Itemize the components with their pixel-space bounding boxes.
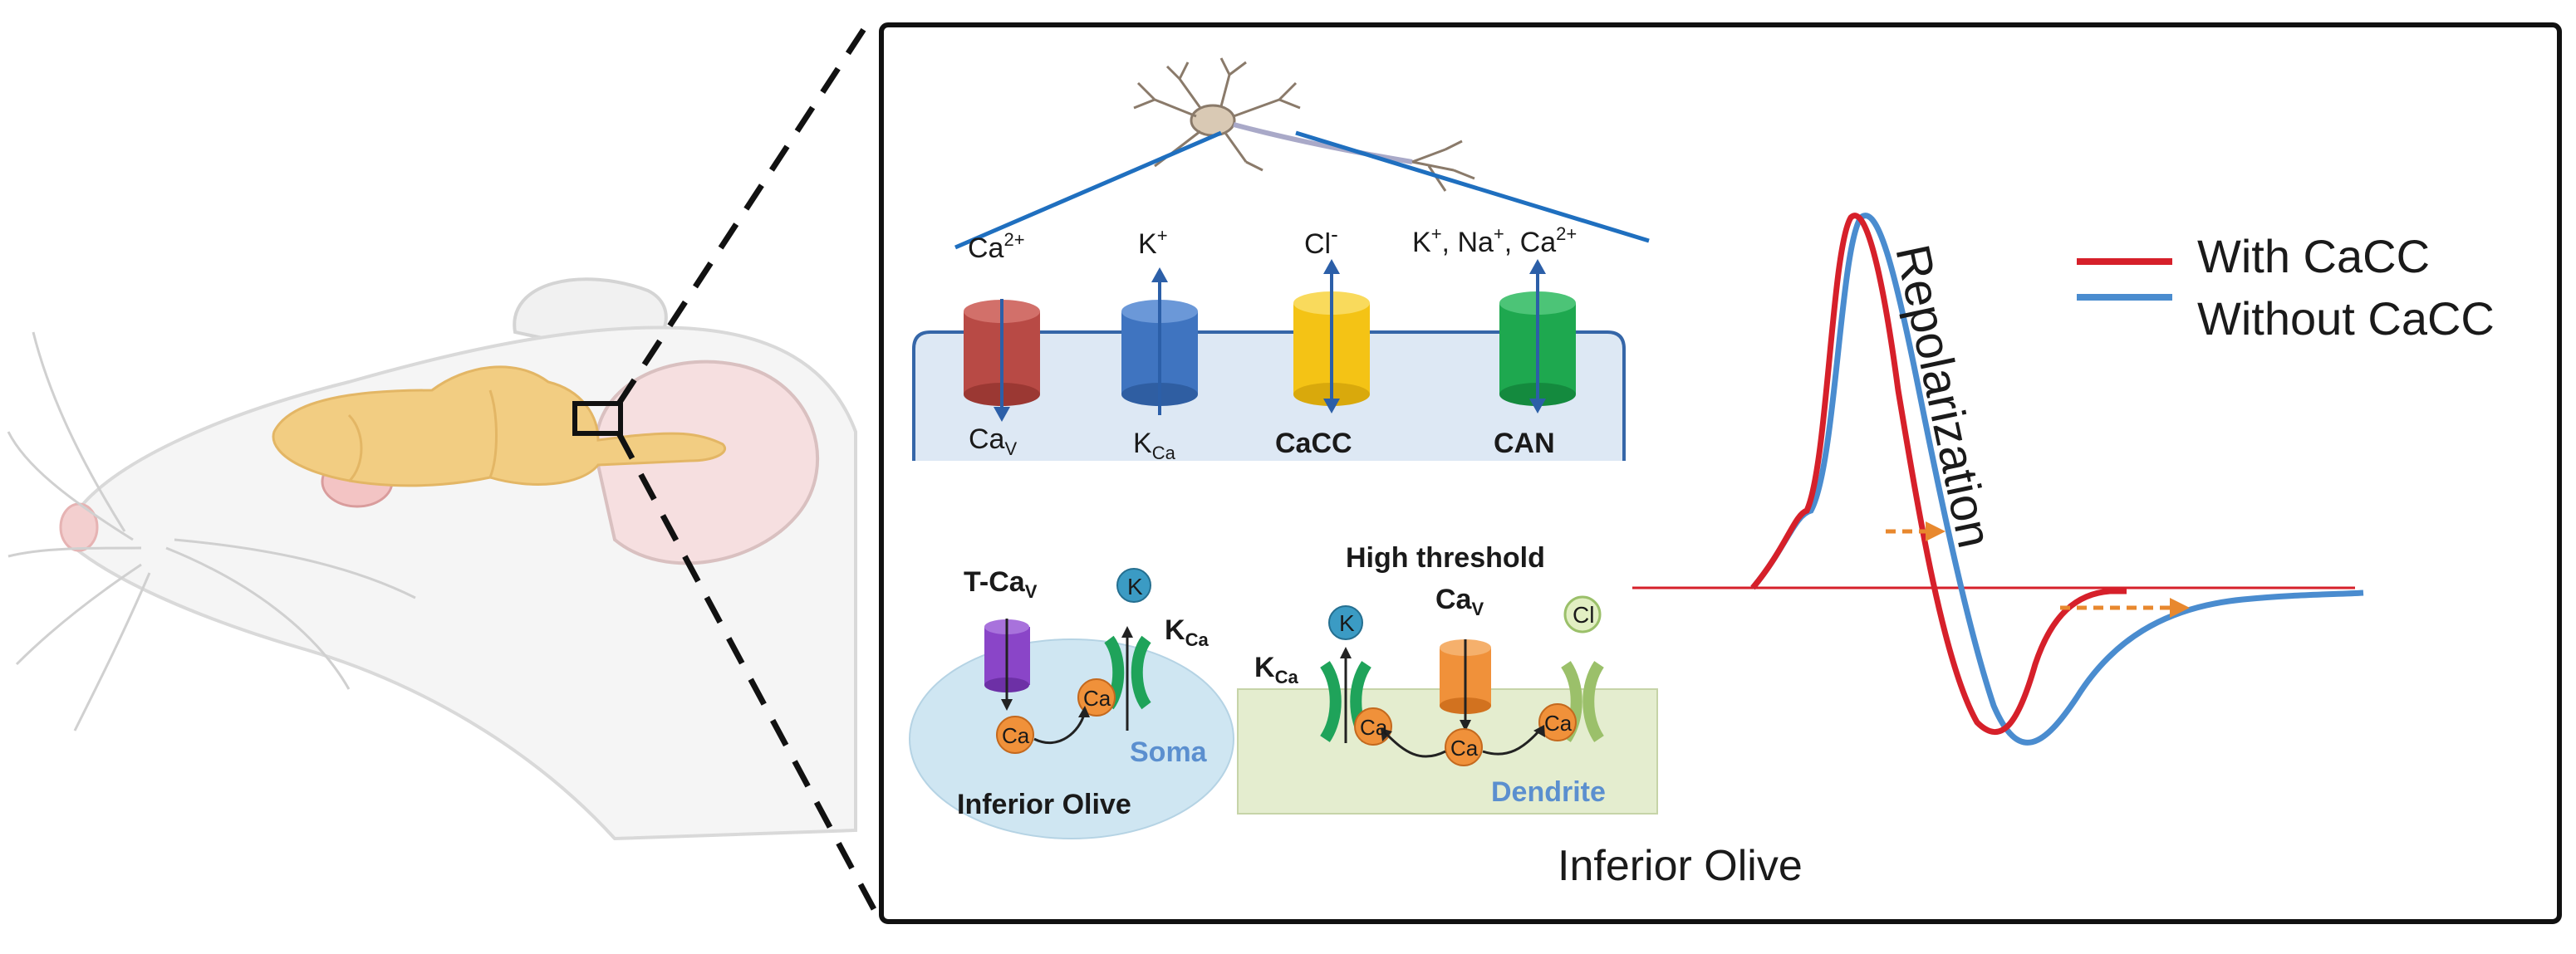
dendrite-label: Dendrite — [1491, 776, 1606, 808]
trace-without-cacc — [1750, 213, 2364, 746]
trace-with-cacc — [1750, 213, 2127, 735]
label-cav: CaV — [969, 423, 1017, 459]
membrane — [912, 330, 1626, 461]
dendrite-k-ball-label: K — [1339, 610, 1355, 636]
dendrite-cl-ball-label: Cl — [1573, 602, 1594, 628]
dendrite-cav-label: CaV — [1435, 584, 1484, 619]
label-can: CAN — [1494, 428, 1555, 459]
ap-traces — [1632, 213, 2364, 746]
fan-line-right — [1295, 130, 1650, 243]
rat-nose — [59, 502, 99, 552]
dendrite-diagram — [1237, 595, 1658, 815]
soma-tcav-label: T-CaV — [964, 566, 1038, 602]
soma-k-ball-label: K — [1127, 574, 1143, 599]
rat-whiskers — [7, 331, 416, 731]
soma-ca-ball-2: Ca — [1083, 686, 1111, 711]
soma-kca-label: KCa — [1165, 614, 1209, 650]
fan-line-left — [954, 130, 1222, 250]
zoom-box — [572, 401, 623, 436]
ion-k: K+ — [1138, 225, 1168, 260]
soma-ca-ball-1: Ca — [1002, 723, 1030, 748]
soma-diagram — [909, 568, 1234, 839]
zoom-line-top — [616, 27, 866, 405]
ion-cl: Cl- — [1304, 222, 1338, 260]
legend-without-label: Without CaCC — [2197, 292, 2495, 345]
neuron-illustration — [1133, 57, 1475, 192]
channel-can — [1499, 259, 1576, 413]
ion-ca: Ca2+ — [968, 229, 1025, 264]
dendrite-kca-label: KCa — [1254, 652, 1298, 687]
dendrite-ca-ball-1: Ca — [1360, 715, 1388, 740]
dendrite-ca-ball-3: Ca — [1544, 711, 1573, 736]
rat-head-illustration — [7, 277, 857, 841]
ion-mixed: K+, Na+, Ca2+ — [1412, 223, 1577, 258]
rat-brain — [272, 365, 726, 487]
soma-region-label: Inferior Olive — [957, 789, 1131, 820]
channel-cav — [964, 299, 1040, 422]
dendrite-ca-ball-2: Ca — [1450, 736, 1479, 761]
legend-with-label: With CaCC — [2197, 230, 2430, 282]
channel-kca — [1121, 267, 1198, 415]
soma-label: Soma — [1130, 736, 1208, 768]
panel-caption: Inferior Olive — [1558, 842, 1803, 890]
label-kca: KCa — [1133, 428, 1176, 463]
label-cacc: CaCC — [1275, 428, 1352, 459]
channel-cacc — [1293, 259, 1370, 413]
dendrite-title: High threshold — [1346, 542, 1545, 574]
legend — [2077, 258, 2172, 301]
